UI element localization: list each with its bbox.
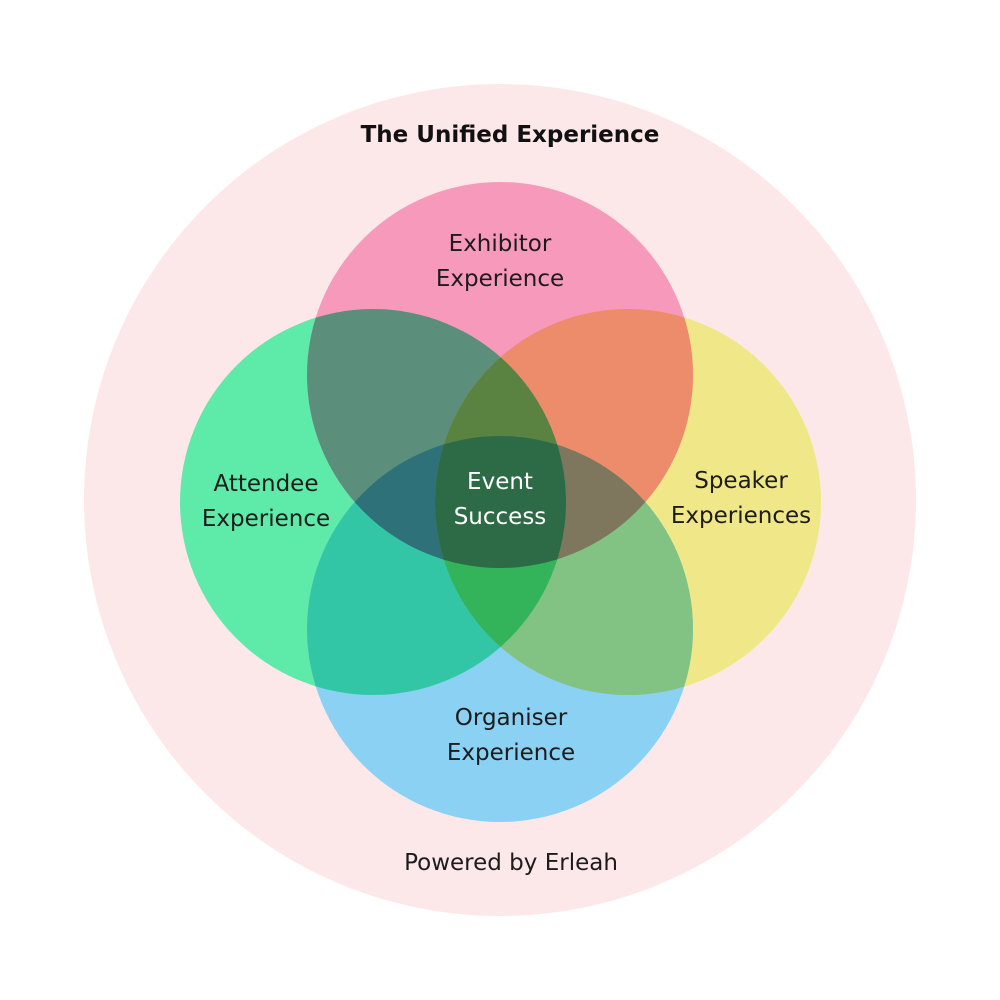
overlap-exhibitor-attendee-speaker [435, 309, 566, 568]
diagram-title: The Unified Experience [360, 122, 660, 148]
organiser-label: Organiser Experience [447, 701, 575, 771]
speaker-label-line1: Speaker [694, 468, 788, 494]
center-label: Event Success [454, 465, 547, 535]
overlap-exhibitor-speaker-organiser [435, 436, 693, 568]
organiser-label-line2: Experience [446, 740, 576, 766]
exhibitor-label-line1: Exhibitor [448, 231, 552, 257]
center-label-line2: Success [453, 504, 547, 530]
footer-credit: Powered by Erleah [404, 850, 618, 876]
speaker-label-line2: Experiences [670, 503, 812, 529]
exhibitor-label-line2: Experience [435, 266, 565, 292]
exhibitor-label: Exhibitor Experience [436, 227, 564, 297]
attendee-label: Attendee Experience [202, 467, 330, 537]
overlap-exhibitor-attendee-organiser [307, 436, 566, 568]
center-label-line1: Event [467, 469, 533, 495]
speaker-label: Speaker Experiences [671, 464, 811, 534]
attendee-label-line2: Experience [201, 506, 331, 532]
attendee-label-line1: Attendee [213, 471, 319, 497]
overlap-attendee-speaker-organiser [435, 436, 566, 695]
organiser-label-line1: Organiser [454, 705, 568, 731]
